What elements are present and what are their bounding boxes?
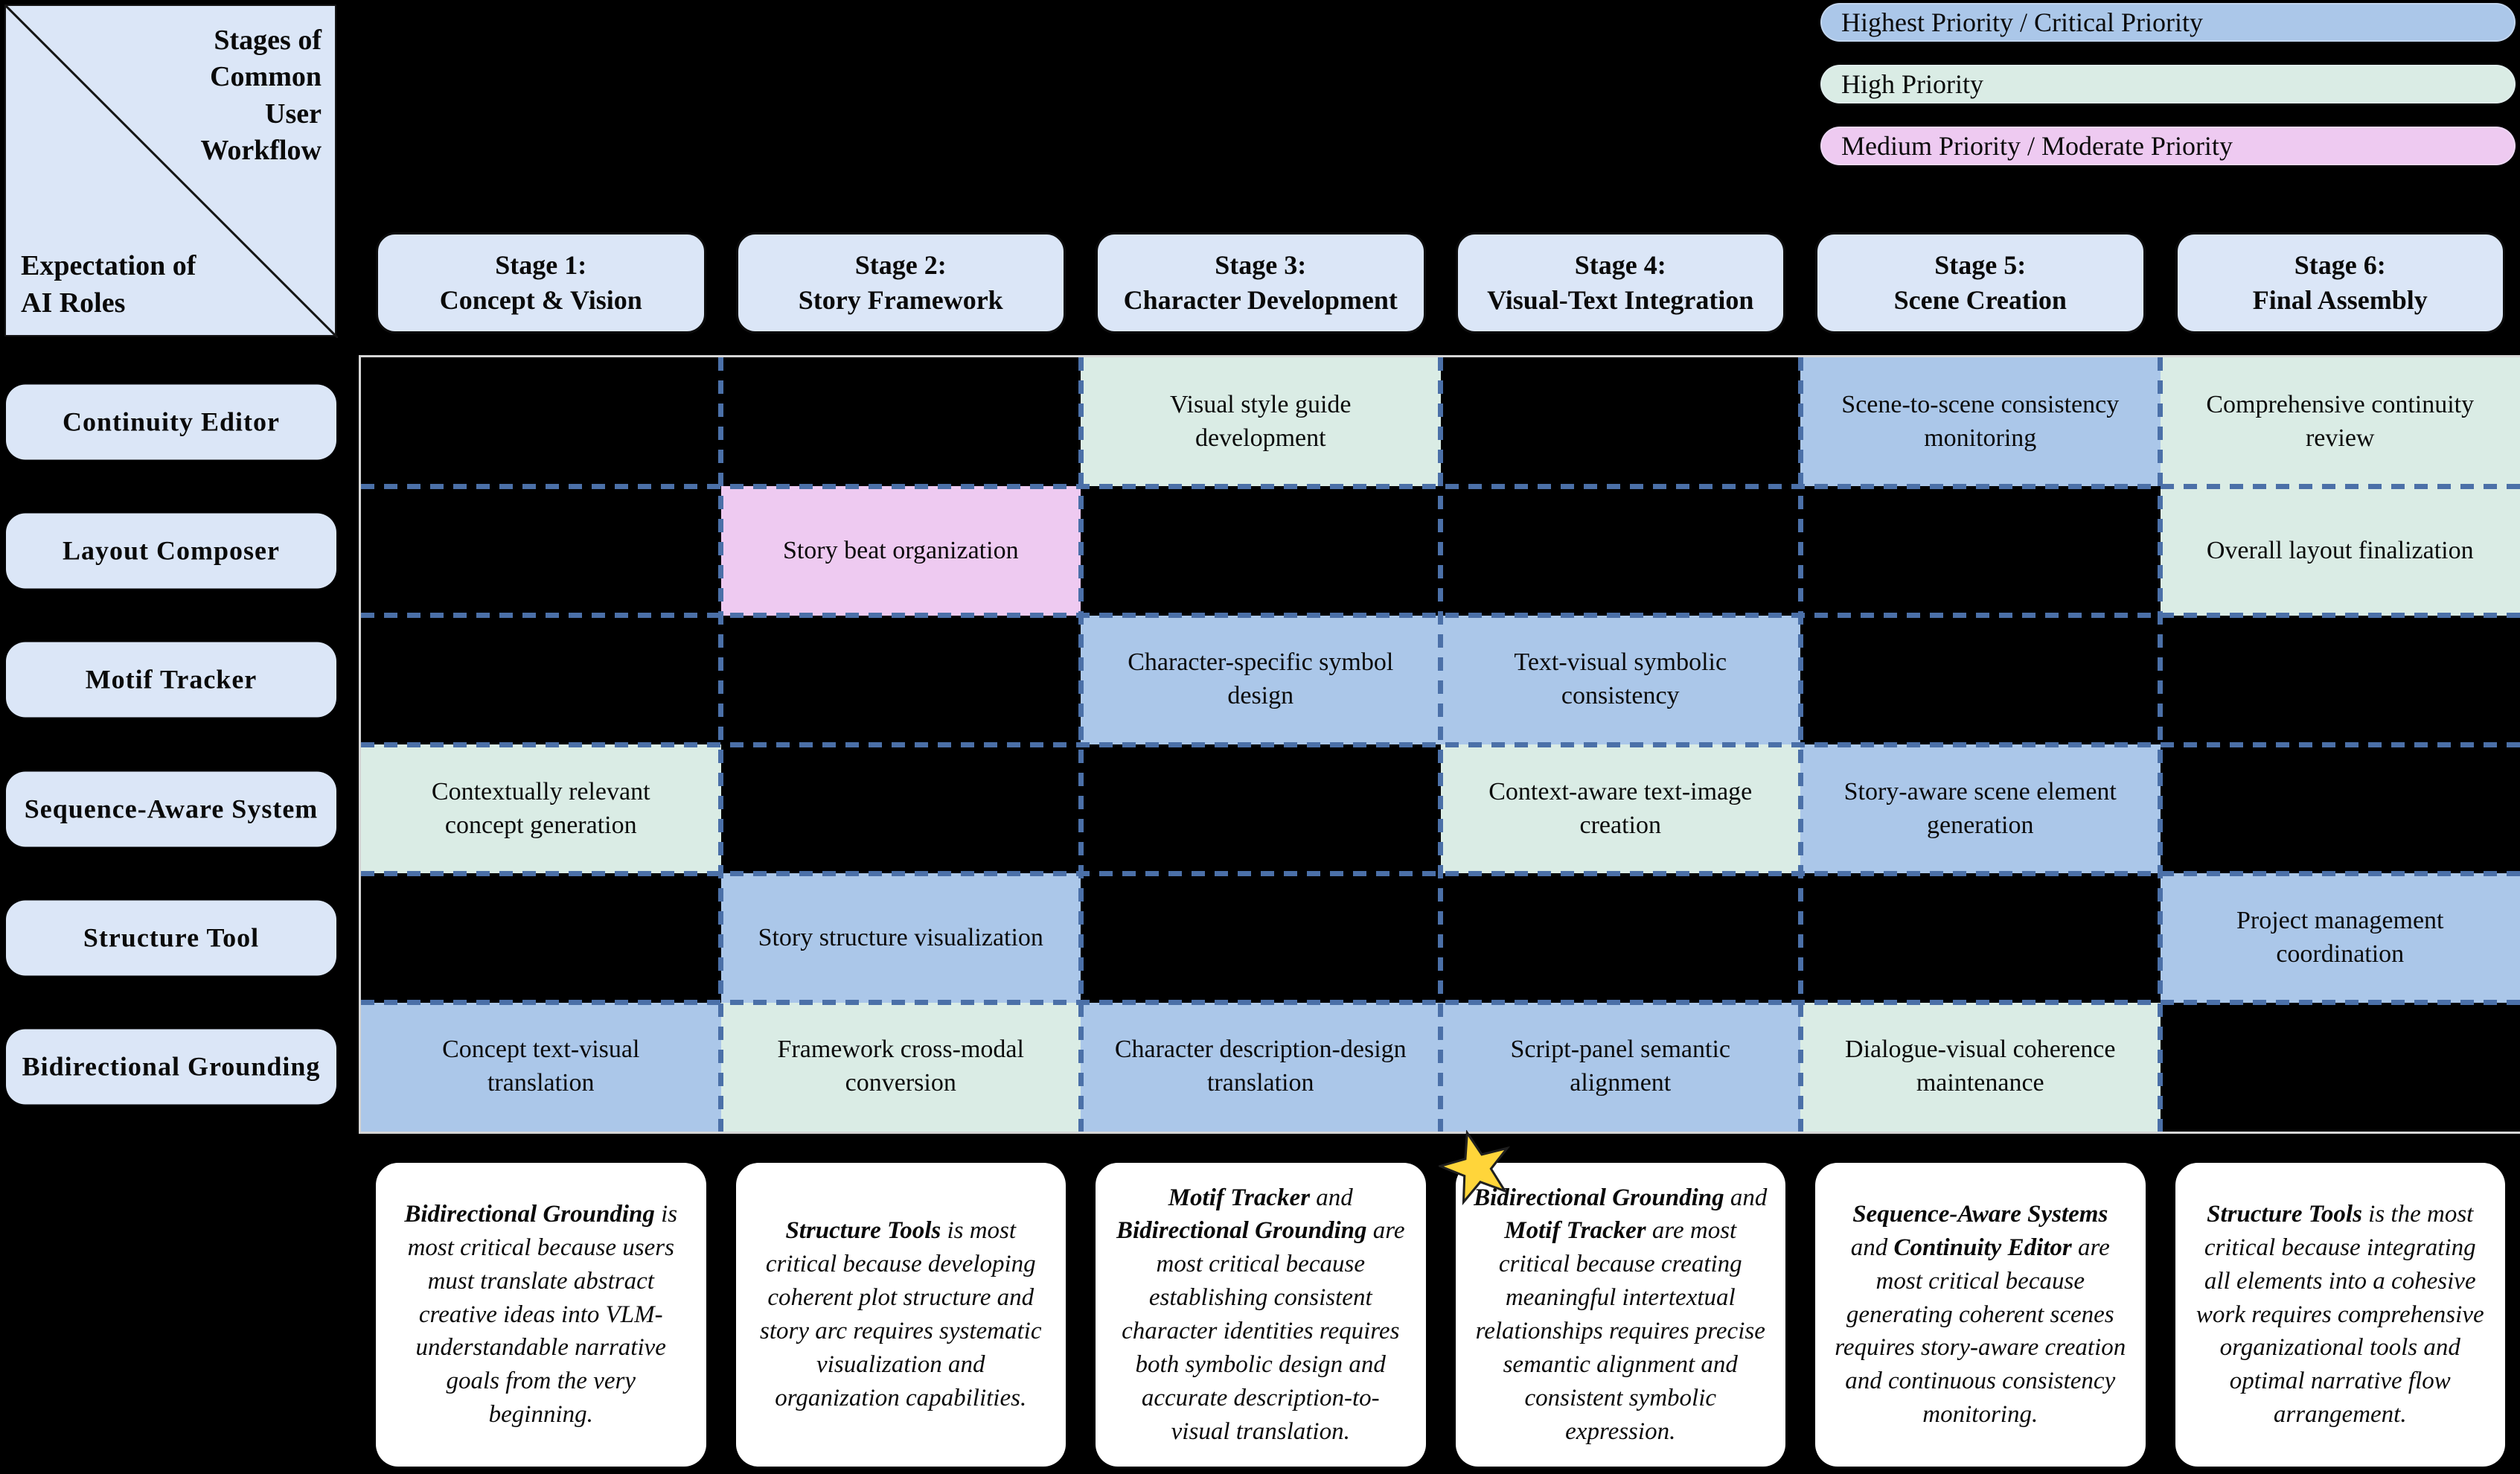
matrix-cell: Project management coordination (2160, 873, 2520, 1003)
note-body-text: is most critical because developing cohe… (759, 1217, 1042, 1411)
matrix-cell: Script-panel semantic alignment (1440, 1002, 1800, 1132)
star-shape (1439, 1130, 1511, 1206)
note-text: Bidirectional Grounding is most critical… (394, 1198, 688, 1432)
matrix-cell: Comprehensive continuity review (2160, 357, 2520, 487)
matrix-cell: Dialogue-visual coherence maintenance (1800, 1002, 2161, 1132)
matrix-cell: Framework cross-modal conversion (720, 1002, 1081, 1132)
note-text: Structure Tools is most critical because… (754, 1214, 1049, 1414)
note-tool-name: Motif Tracker (1504, 1217, 1646, 1245)
stage-subtitle: Visual-Text Integration (1487, 285, 1754, 315)
grid-line-horizontal (361, 741, 2520, 747)
stage-subtitle: Story Framework (798, 285, 1003, 315)
stage-subtitle: Final Assembly (2252, 285, 2428, 315)
role-header-layout-composer: Layout Composer (6, 513, 336, 589)
matrix-cell: Story beat organization (720, 486, 1081, 616)
stage-subtitle: Concept & Vision (439, 285, 642, 315)
note-body-text: are most critical because creating meani… (1475, 1217, 1765, 1445)
stage-title: Stage 4: (1574, 250, 1666, 281)
role-header-structure-tool: Structure Tool (6, 900, 336, 976)
note-box-stage-1: Bidirectional Grounding is most critical… (376, 1163, 706, 1467)
stage-header-1: Stage 1: Concept & Vision (376, 232, 706, 334)
note-body-text: and (1850, 1234, 1894, 1261)
grid-line-horizontal (361, 613, 2520, 619)
note-tool-name: Structure Tools (2207, 1200, 2362, 1228)
grid-line-horizontal (361, 483, 2520, 489)
matrix-cell: Contextually relevant concept generation (361, 744, 721, 874)
stage-header-6: Stage 6: Final Assembly (2175, 232, 2505, 334)
role-header-motif-tracker: Motif Tracker (6, 642, 336, 718)
matrix-grid: Visual style guide development Scene-to-s… (361, 357, 2520, 1132)
matrix-cell: Scene-to-scene consistency monitoring (1800, 357, 2161, 487)
note-text: Motif Tracker and Bidirectional Groundin… (1113, 1181, 1408, 1449)
matrix-cell: Visual style guide development (1081, 357, 1441, 487)
grid-line-horizontal (361, 1000, 2520, 1006)
stage-header-4: Stage 4: Visual-Text Integration (1455, 232, 1785, 334)
star-icon (1439, 1130, 1511, 1206)
matrix-cell: Context-aware text-image creation (1440, 744, 1800, 874)
role-header-bidirectional-grounding: Bidirectional Grounding (6, 1029, 336, 1105)
stage-title: Stage 5: (1934, 250, 2027, 281)
corner-label-stages: Stages of Common User Workflow (200, 25, 322, 167)
matrix-cell: Concept text-visual translation (361, 1002, 721, 1132)
legend-item-medium: Medium Priority / Moderate Priority (1820, 127, 2516, 165)
stage-header-2: Stage 2: Story Framework (735, 232, 1066, 334)
legend-item-highest: Highest Priority / Critical Priority (1820, 3, 2516, 42)
note-body-text: is the most critical because integrating… (2196, 1200, 2484, 1429)
stage-subtitle: Character Development (1123, 285, 1398, 315)
corner-diagonal-line (6, 6, 338, 338)
matrix-cell: Character-specific symbol design (1081, 615, 1441, 744)
note-text: Sequence-Aware Systems and Continuity Ed… (1833, 1198, 2128, 1432)
stage-title: Stage 2: (854, 250, 947, 281)
note-tool-name: Continuity Editor (1893, 1234, 2072, 1261)
matrix-cell: Text-visual symbolic consistency (1440, 615, 1800, 744)
note-body-text: and (1724, 1184, 1768, 1211)
note-text: Structure Tools is the most critical bec… (2193, 1198, 2488, 1432)
note-tool-name: Bidirectional Grounding (1474, 1184, 1724, 1211)
matrix-cell: Overall layout finalization (2160, 486, 2520, 616)
note-text: Bidirectional Grounding and Motif Tracke… (1474, 1181, 1768, 1449)
note-body-text: are most critical because generating coh… (1835, 1234, 2126, 1429)
legend-item-high: High Priority (1820, 65, 2516, 103)
corner-label-roles: Expectation of AI Roles (21, 250, 196, 319)
stage-header-3: Stage 3: Character Development (1096, 232, 1426, 334)
matrix-cell: Character description-design translation (1081, 1002, 1441, 1132)
stage-subtitle: Scene Creation (1893, 285, 2067, 315)
note-body-text: is most critical because users must tran… (407, 1200, 678, 1429)
note-tool-name: Bidirectional Grounding (404, 1200, 655, 1228)
note-body-text: and (1310, 1184, 1353, 1211)
note-box-stage-6: Structure Tools is the most critical bec… (2175, 1163, 2505, 1467)
note-body-text: are most critical because establishing c… (1122, 1217, 1405, 1445)
role-header-continuity-editor: Continuity Editor (6, 384, 336, 460)
matrix-cell: Story-aware scene element generation (1800, 744, 2161, 874)
stage-title: Stage 1: (495, 250, 587, 281)
role-header-sequence-aware-system: Sequence-Aware System (6, 771, 336, 847)
stage-title: Stage 6: (2294, 250, 2386, 281)
note-box-stage-4: Bidirectional Grounding and Motif Tracke… (1455, 1163, 1785, 1467)
grid-line-horizontal (361, 870, 2520, 876)
matrix-cell: Story structure visualization (720, 873, 1081, 1003)
note-box-stage-5: Sequence-Aware Systems and Continuity Ed… (1815, 1163, 2146, 1467)
note-box-stage-2: Structure Tools is most critical because… (735, 1163, 1066, 1467)
note-tool-name: Sequence-Aware Systems (1852, 1200, 2108, 1228)
note-tool-name: Structure Tools (785, 1217, 941, 1245)
note-box-stage-3: Motif Tracker and Bidirectional Groundin… (1096, 1163, 1426, 1467)
corner-cell: Stages of Common User Workflow Expectati… (4, 4, 338, 338)
note-tool-name: Motif Tracker (1168, 1184, 1311, 1211)
stage-header-5: Stage 5: Scene Creation (1815, 232, 2146, 334)
stage-title: Stage 3: (1215, 250, 1307, 281)
note-tool-name: Bidirectional Grounding (1116, 1217, 1367, 1245)
